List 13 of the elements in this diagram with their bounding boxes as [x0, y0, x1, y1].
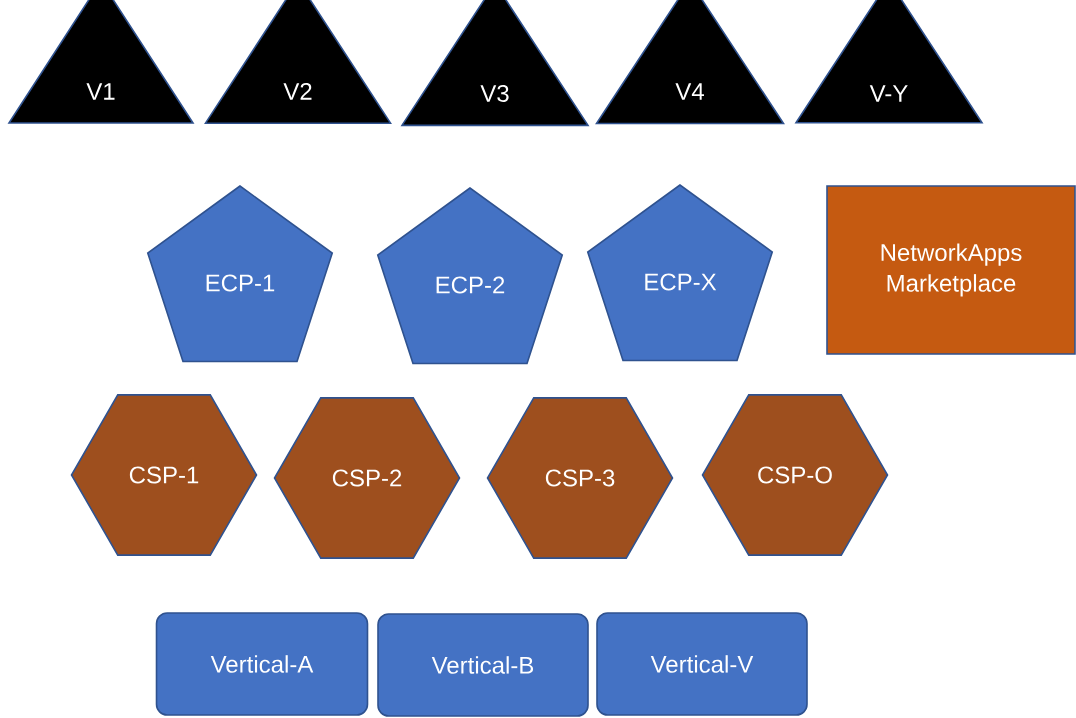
vertical-box: Vertical-V: [596, 612, 808, 716]
vertical-box: Vertical-A: [155, 612, 369, 716]
vertical-box: Vertical-B: [377, 613, 589, 717]
pentagon: ECP-2: [376, 187, 564, 365]
hexagon: CSP-1: [70, 394, 258, 556]
hexagon: CSP-O: [701, 394, 889, 556]
hexagon: CSP-3: [486, 397, 674, 559]
hexagon: CSP-2: [273, 397, 461, 559]
pentagon: ECP-X: [586, 184, 774, 362]
pentagon: ECP-1: [146, 185, 334, 363]
marketplace-box: NetworkApps Marketplace: [826, 185, 1076, 355]
triangle: V2: [204, 0, 392, 124]
triangle: V4: [595, 0, 785, 125]
